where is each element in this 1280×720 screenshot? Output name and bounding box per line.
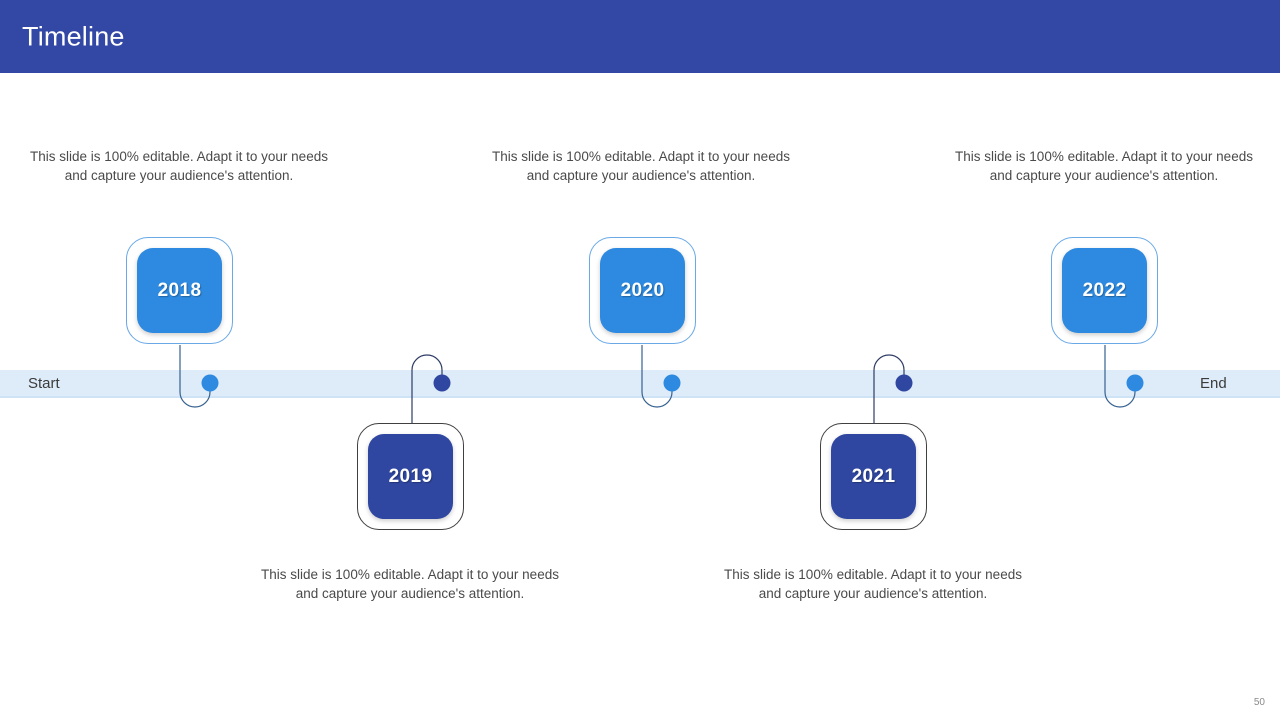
milestone-card-2021-inner: 2021: [831, 434, 916, 519]
milestone-year-2019: 2019: [388, 465, 433, 487]
milestone-card-2022[interactable]: 2022: [1051, 237, 1158, 344]
milestone-card-2018[interactable]: 2018: [126, 237, 233, 344]
milestone-year-2020: 2020: [620, 279, 665, 301]
milestone-card-2018-inner: 2018: [137, 248, 222, 333]
milestone-card-2021[interactable]: 2021: [820, 423, 927, 530]
milestone-card-2022-inner: 2022: [1062, 248, 1147, 333]
slide-header: Timeline: [0, 0, 1280, 73]
milestone-year-2022: 2022: [1082, 279, 1127, 301]
milestone-card-2019[interactable]: 2019: [357, 423, 464, 530]
page-number: 50: [1253, 697, 1265, 708]
timeline-end-label: End: [1200, 375, 1227, 392]
milestone-card-2020-inner: 2020: [600, 248, 685, 333]
page-title: Timeline: [22, 21, 125, 51]
milestone-description-2022: This slide is 100% editable. Adapt it to…: [955, 149, 1253, 183]
milestone-card-2019-inner: 2019: [368, 434, 453, 519]
milestone-year-2018: 2018: [157, 279, 202, 301]
timeline-bar: [0, 370, 1280, 398]
milestone-year-2021: 2021: [851, 465, 896, 487]
milestone-description-2019: This slide is 100% editable. Adapt it to…: [261, 567, 559, 601]
milestone-description-2021: This slide is 100% editable. Adapt it to…: [724, 567, 1022, 601]
milestone-description-2020: This slide is 100% editable. Adapt it to…: [492, 149, 790, 183]
milestone-description-2018: This slide is 100% editable. Adapt it to…: [30, 149, 328, 183]
timeline-start-label: Start: [28, 375, 60, 392]
milestone-card-2020[interactable]: 2020: [589, 237, 696, 344]
